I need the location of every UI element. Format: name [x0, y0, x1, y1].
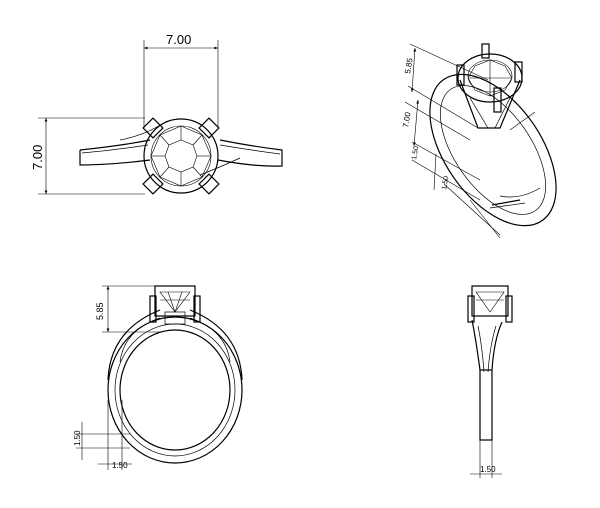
- front-width-dim: 1.50: [112, 461, 128, 470]
- iso-dim-a: 5.85: [403, 57, 415, 74]
- top-view: 7.00 7.00: [30, 32, 283, 195]
- iso-dim-b: 7.00: [401, 111, 413, 128]
- iso-dim-c: 1.50: [411, 146, 420, 161]
- iso-dim-d: 1.50: [441, 176, 450, 191]
- front-height-dim: 5.85: [95, 302, 105, 320]
- front-band-dim: 1.50: [73, 430, 82, 446]
- top-height-dim: 7.00: [30, 145, 45, 170]
- top-width-dim: 7.00: [166, 32, 191, 47]
- side-width-dim: 1.50: [480, 465, 496, 474]
- front-view: 5.85 1.50 1.50: [73, 285, 243, 470]
- isometric-view: 5.85 7.00 1.50 1.50: [401, 43, 557, 239]
- side-view: 1.50: [467, 285, 513, 478]
